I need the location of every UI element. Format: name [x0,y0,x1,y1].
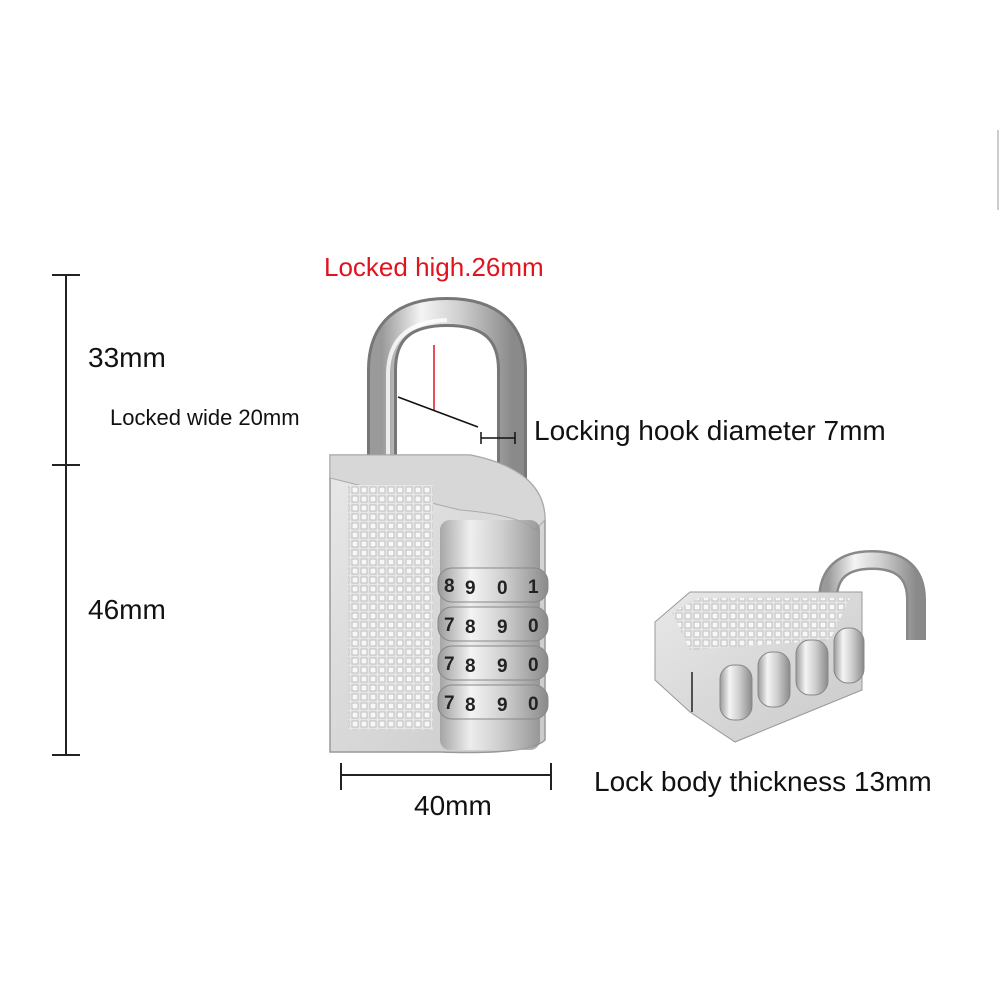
body-height-label: 46mm [88,594,166,625]
hook-diameter-label: Locking hook diameter 7mm [534,415,886,446]
body-width-label: 40mm [414,790,492,821]
svg-text:0: 0 [497,578,508,599]
svg-text:7: 7 [444,654,455,675]
hook-diameter-marker [480,432,516,444]
vertical-dimension-line [52,274,80,756]
svg-text:7: 7 [444,693,455,714]
svg-text:1: 1 [528,577,539,598]
svg-text:9: 9 [465,578,476,599]
svg-text:9: 9 [497,656,508,677]
svg-text:8: 8 [465,617,476,638]
svg-text:8: 8 [465,656,476,677]
locked-wide-marker [397,396,479,428]
grid-texture [348,485,433,730]
svg-text:8: 8 [465,695,476,716]
shackle-height-label: 33mm [88,342,166,373]
locked-wide-label: Locked wide 20mm [110,405,300,430]
width-dimension-line [340,763,552,790]
locked-high-label: Locked high.26mm [324,252,544,282]
side-padlock [654,549,926,743]
body-thickness-label: Lock body thickness 13mm [594,766,932,797]
svg-text:9: 9 [497,695,508,716]
svg-text:0: 0 [528,616,539,637]
svg-text:8: 8 [444,576,455,597]
svg-text:7: 7 [444,615,455,636]
svg-text:9: 9 [497,617,508,638]
side-dials [719,627,865,721]
svg-text:0: 0 [528,694,539,715]
svg-text:0: 0 [528,655,539,676]
